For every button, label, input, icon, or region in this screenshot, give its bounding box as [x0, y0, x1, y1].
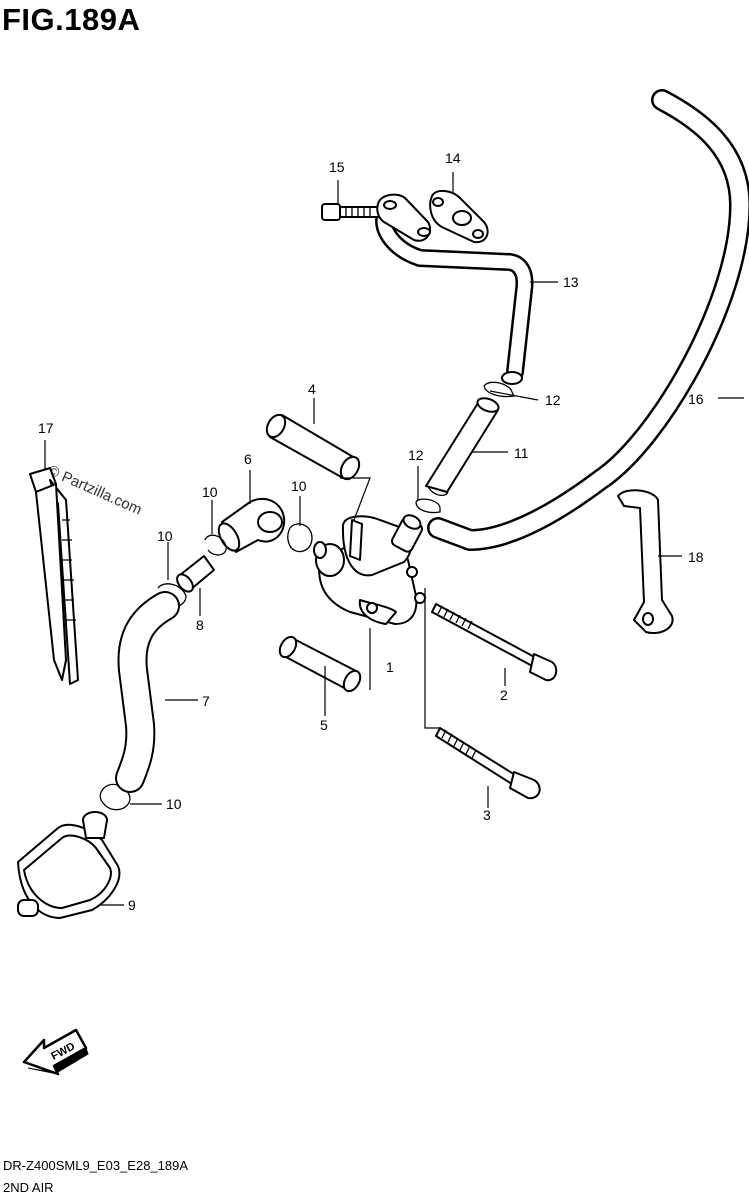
callout-16: 16 — [688, 391, 704, 407]
section-name: 2ND AIR — [3, 1180, 54, 1195]
callout-4: 4 — [308, 381, 316, 397]
part-3-bolt[interactable] — [435, 727, 541, 800]
callout-13: 13 — [563, 274, 579, 290]
figure-title: FIG.189A — [2, 2, 141, 37]
part-11-hose[interactable] — [425, 396, 500, 497]
callout-6: 6 — [244, 451, 252, 467]
callout-2: 2 — [500, 687, 508, 703]
part-12-clamp-upper[interactable] — [483, 381, 515, 398]
part-6-elbow[interactable] — [215, 497, 286, 554]
callout-17: 17 — [38, 420, 54, 436]
fwd-arrow: FWD — [22, 1028, 89, 1076]
callout-9: 9 — [128, 897, 136, 913]
part-4-hose[interactable] — [263, 412, 363, 483]
callout-14: 14 — [445, 150, 461, 166]
part-5-hose[interactable] — [276, 634, 363, 694]
callout-15: 15 — [329, 159, 345, 175]
part-9-air-cleaner[interactable] — [17, 811, 121, 919]
part-13-flange[interactable] — [376, 193, 432, 242]
callout-18: 18 — [688, 549, 704, 565]
part-10-clip-a[interactable] — [204, 534, 227, 556]
callout-12-upper: 12 — [545, 392, 561, 408]
part-16-hose[interactable] — [427, 89, 749, 551]
part-18-bracket[interactable] — [617, 489, 674, 634]
callout-7: 7 — [202, 693, 210, 709]
part-14-gasket[interactable] — [429, 190, 489, 244]
callout-10-b: 10 — [291, 478, 307, 494]
callout-1: 1 — [386, 659, 394, 675]
callout-8: 8 — [196, 617, 204, 633]
part-15-bolt[interactable] — [321, 203, 381, 221]
part-10-clip-b[interactable] — [287, 523, 313, 553]
part-2-bolt[interactable] — [431, 603, 558, 682]
callout-5: 5 — [320, 717, 328, 733]
part-8-joint[interactable] — [174, 555, 215, 595]
part-7-hose[interactable] — [115, 591, 180, 793]
leader-lines — [44, 172, 744, 906]
part-1-valve[interactable] — [313, 512, 426, 625]
callout-3: 3 — [483, 807, 491, 823]
part-17-tie[interactable] — [29, 467, 79, 685]
callout-12-lower: 12 — [408, 447, 424, 463]
callout-10-a: 10 — [202, 484, 218, 500]
model-code: DR-Z400SML9_E03_E28_189A — [3, 1158, 189, 1173]
callout-10-d: 10 — [166, 796, 182, 812]
callout-labels: 15 14 13 12 16 4 11 12 6 10 10 10 17 18 … — [38, 150, 704, 913]
part-13-pipe[interactable] — [375, 206, 534, 385]
callout-10-c: 10 — [157, 528, 173, 544]
part-12-clamp-lower[interactable] — [415, 498, 441, 514]
callout-11: 11 — [514, 445, 529, 461]
